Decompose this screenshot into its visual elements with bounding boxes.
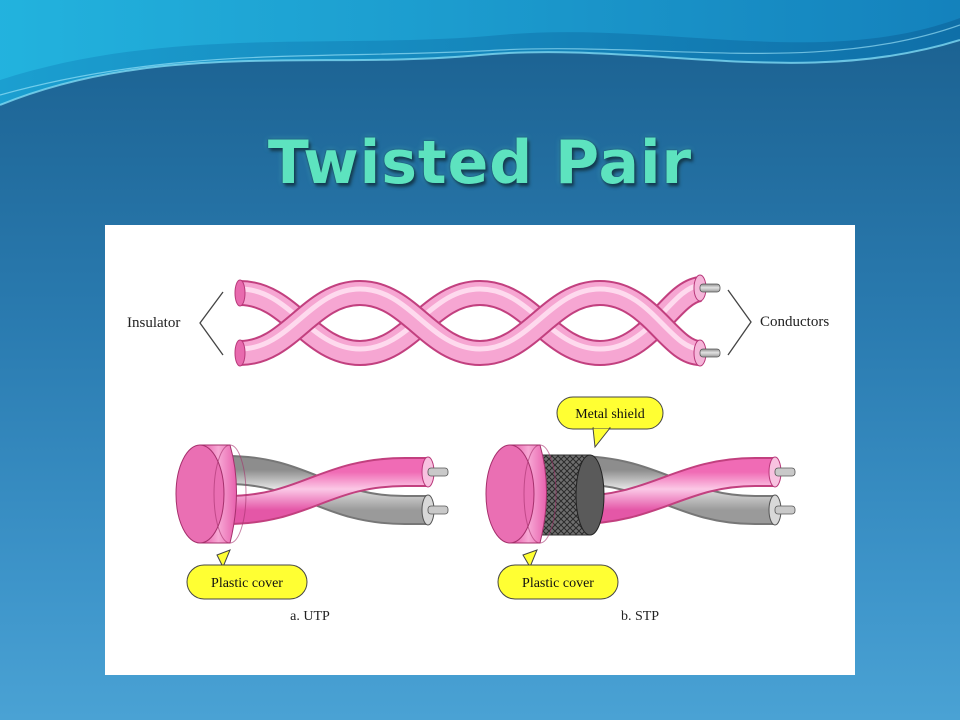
header-waves [0, 0, 960, 106]
twisted-pair-diagram: Insulator Conductors [127, 274, 829, 624]
plastic-cover-callout-stp [497, 564, 619, 600]
plastic-cover-label-utp: Plastic cover [211, 576, 283, 591]
plastic-cover-callout-utp [186, 564, 308, 600]
conductor-top [699, 283, 721, 293]
conductors-label: Conductors [760, 314, 829, 330]
metal-shield-label: Metal shield [575, 407, 645, 422]
conductors-bracket [727, 289, 752, 356]
insulator-label: Insulator [127, 315, 180, 331]
stp-illustration: Metal shield Plastic cover b. STP [485, 396, 796, 624]
utp-caption: a. UTP [290, 609, 330, 624]
metal-shield-callout [556, 396, 664, 430]
insulator-bracket [199, 291, 224, 356]
slide-title: Twisted Pair [267, 128, 693, 198]
plastic-cover-label-stp: Plastic cover [522, 576, 594, 591]
diagram-panel: Insulator Conductors [105, 225, 855, 675]
utp-illustration: Plastic cover a. UTP [175, 444, 449, 624]
stp-caption: b. STP [621, 609, 659, 624]
conductor-bottom [699, 348, 721, 358]
twisted-pair-illustration: Insulator Conductors [127, 274, 829, 367]
